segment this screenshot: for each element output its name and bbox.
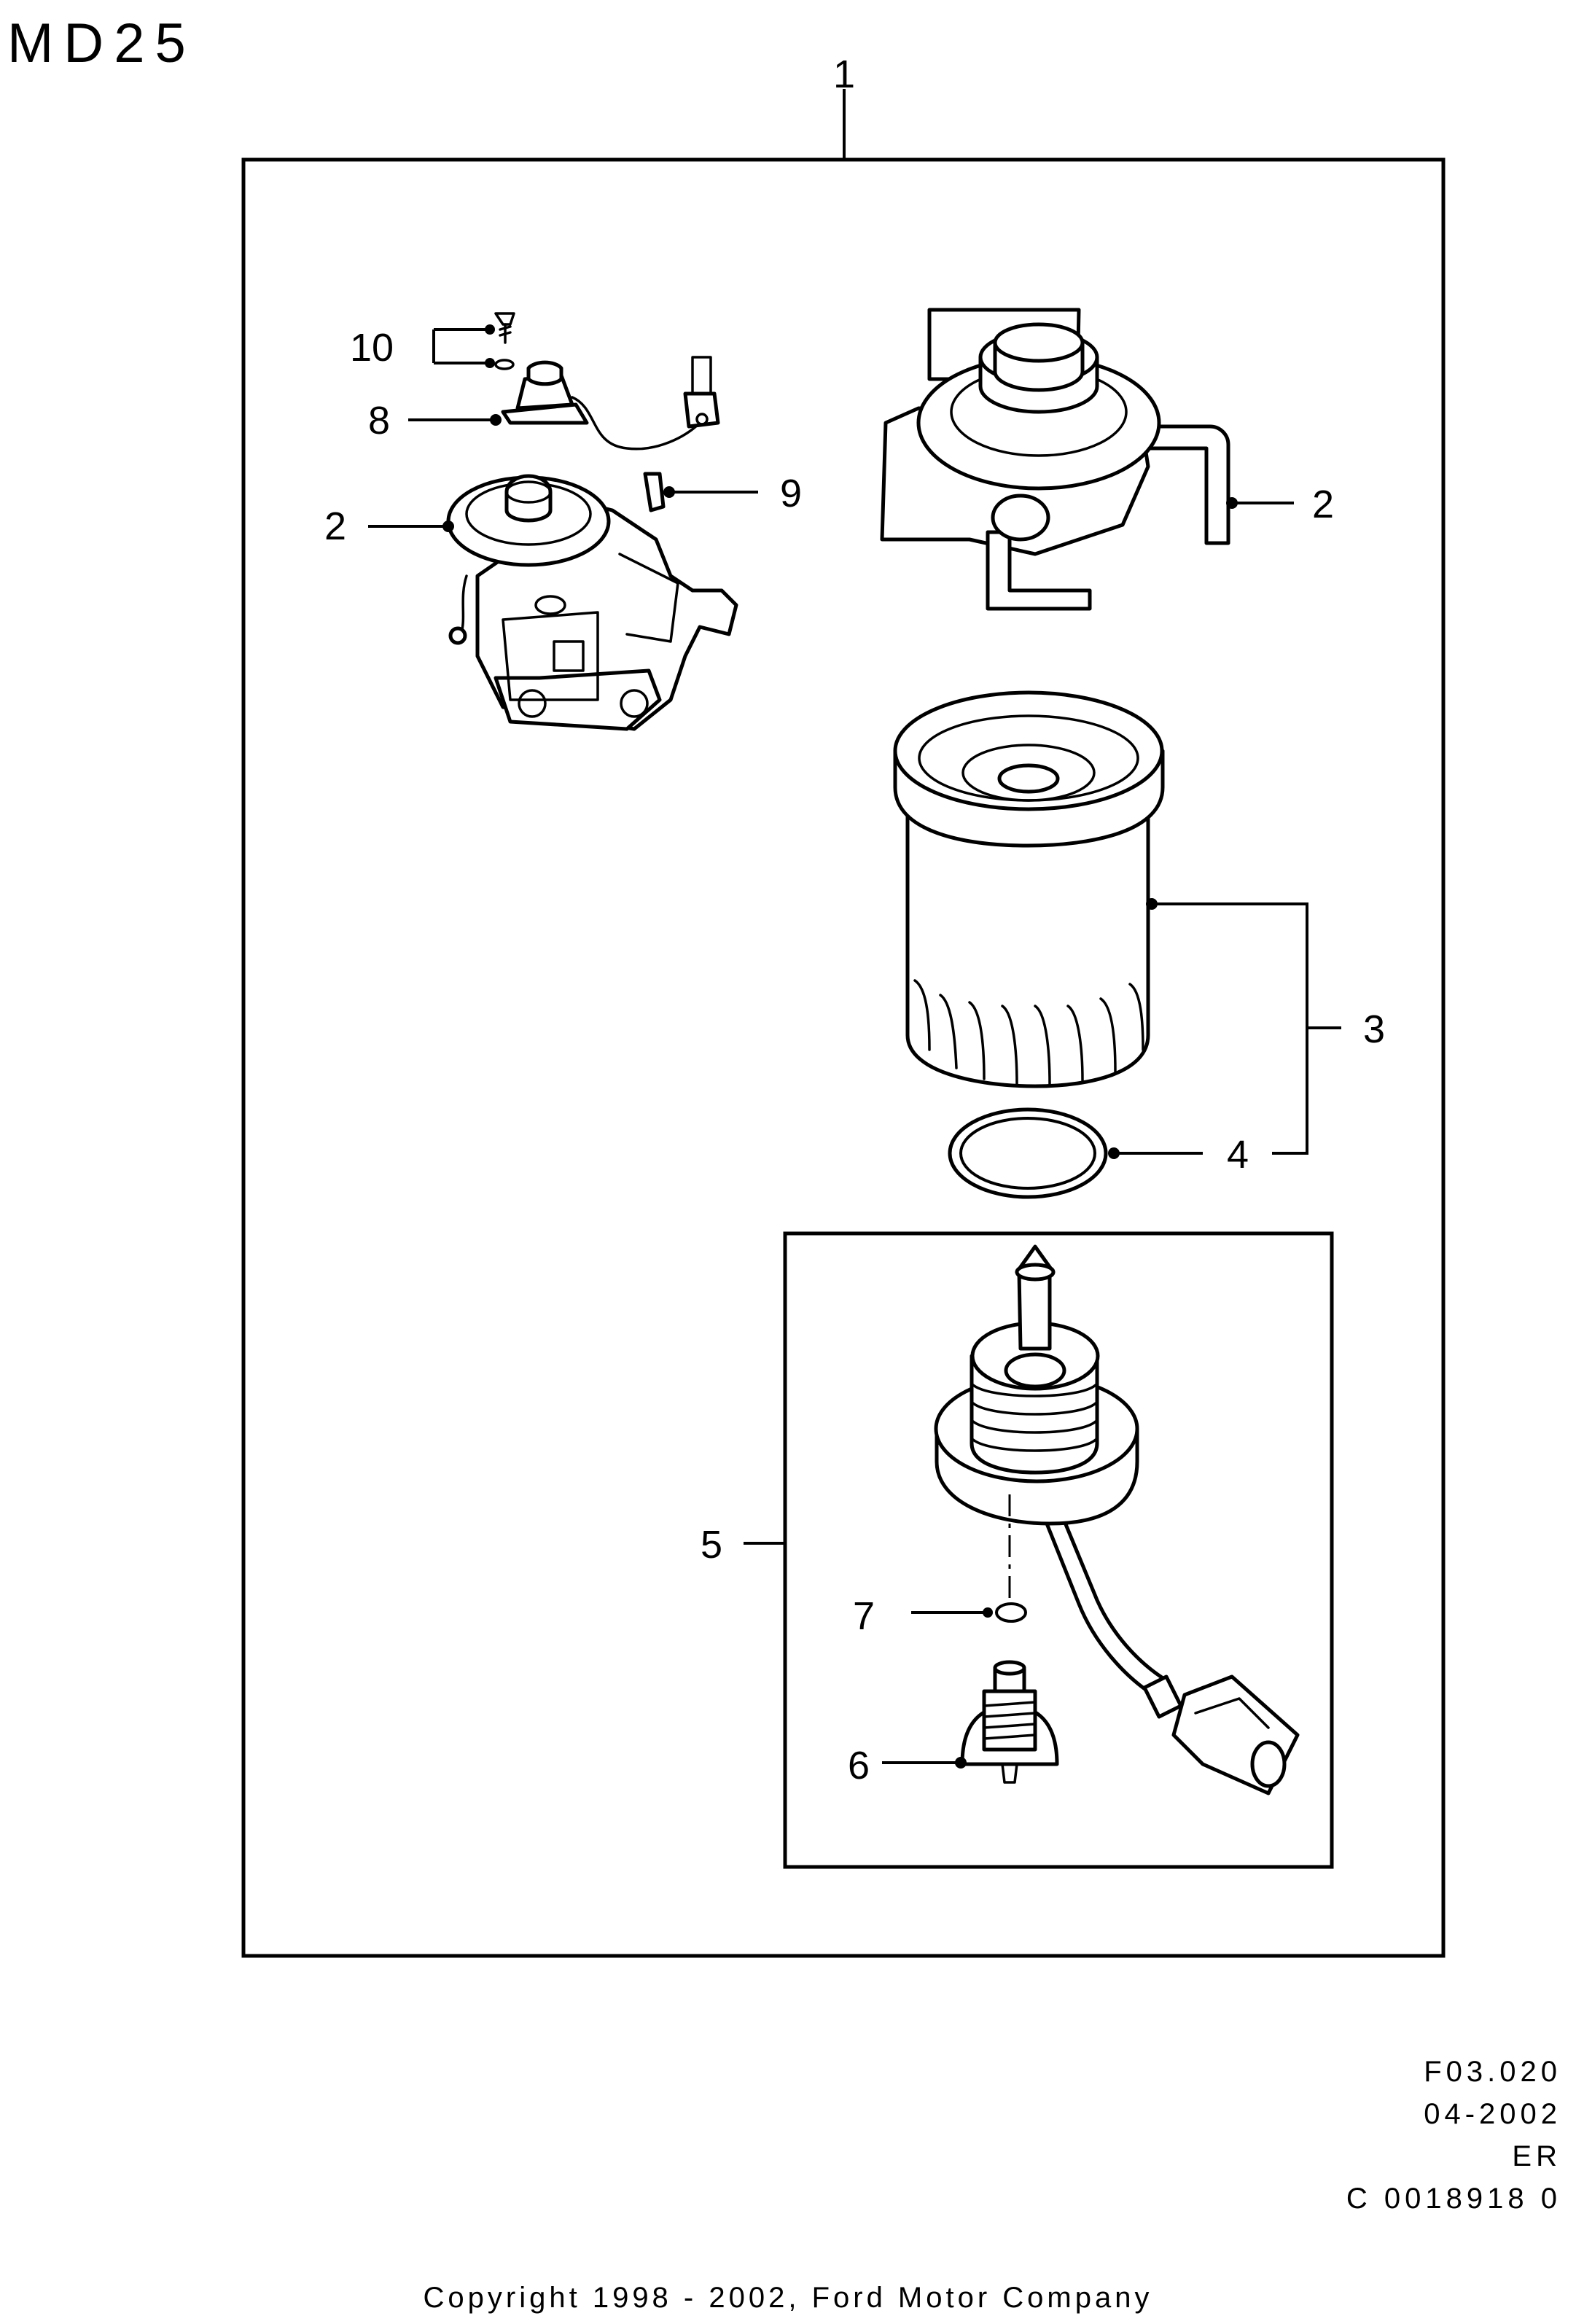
drain-plug-sensor-5 bbox=[934, 1244, 1300, 1795]
filter-head-left bbox=[446, 474, 738, 731]
callout-1[interactable]: 1 bbox=[833, 52, 855, 96]
copyright-notice: Copyright 1998 - 2002, Ford Motor Compan… bbox=[423, 2282, 1153, 2314]
callout-6[interactable]: 6 bbox=[848, 1744, 870, 1787]
callout-7[interactable]: 7 bbox=[853, 1594, 875, 1638]
reference-catalog: C 0018918 0 bbox=[1346, 2183, 1561, 2215]
filter-head-right bbox=[880, 308, 1230, 611]
callout-2a[interactable]: 2 bbox=[324, 504, 346, 548]
o-ring-4 bbox=[948, 1107, 1108, 1199]
water-sensor-8 bbox=[501, 356, 720, 451]
callout-3[interactable]: 3 bbox=[1363, 1007, 1385, 1051]
callout-8[interactable]: 8 bbox=[368, 399, 390, 442]
callout-5[interactable]: 5 bbox=[701, 1523, 722, 1567]
assembly-frame bbox=[241, 157, 1446, 1958]
callout-4[interactable]: 4 bbox=[1227, 1133, 1249, 1177]
clip-9 bbox=[643, 472, 666, 512]
screw-washer-10 bbox=[494, 312, 515, 370]
callout-2b[interactable]: 2 bbox=[1312, 483, 1334, 526]
sensor-subassembly-frame bbox=[783, 1231, 1334, 1869]
drain-plug-6 bbox=[960, 1660, 1059, 1784]
reference-date: 04-2002 bbox=[1424, 2098, 1561, 2130]
callout-10[interactable]: 10 bbox=[350, 326, 394, 370]
reference-code: F03.020 bbox=[1424, 2056, 1561, 2088]
leader-10 bbox=[432, 328, 490, 364]
o-ring-7 bbox=[995, 1602, 1027, 1623]
filter-cartridge-3 bbox=[893, 690, 1165, 1088]
reference-region: ER bbox=[1512, 2140, 1561, 2172]
page-title: MD25 bbox=[7, 12, 196, 74]
leader-3 bbox=[1152, 902, 1308, 1155]
callout-9[interactable]: 9 bbox=[780, 472, 802, 515]
